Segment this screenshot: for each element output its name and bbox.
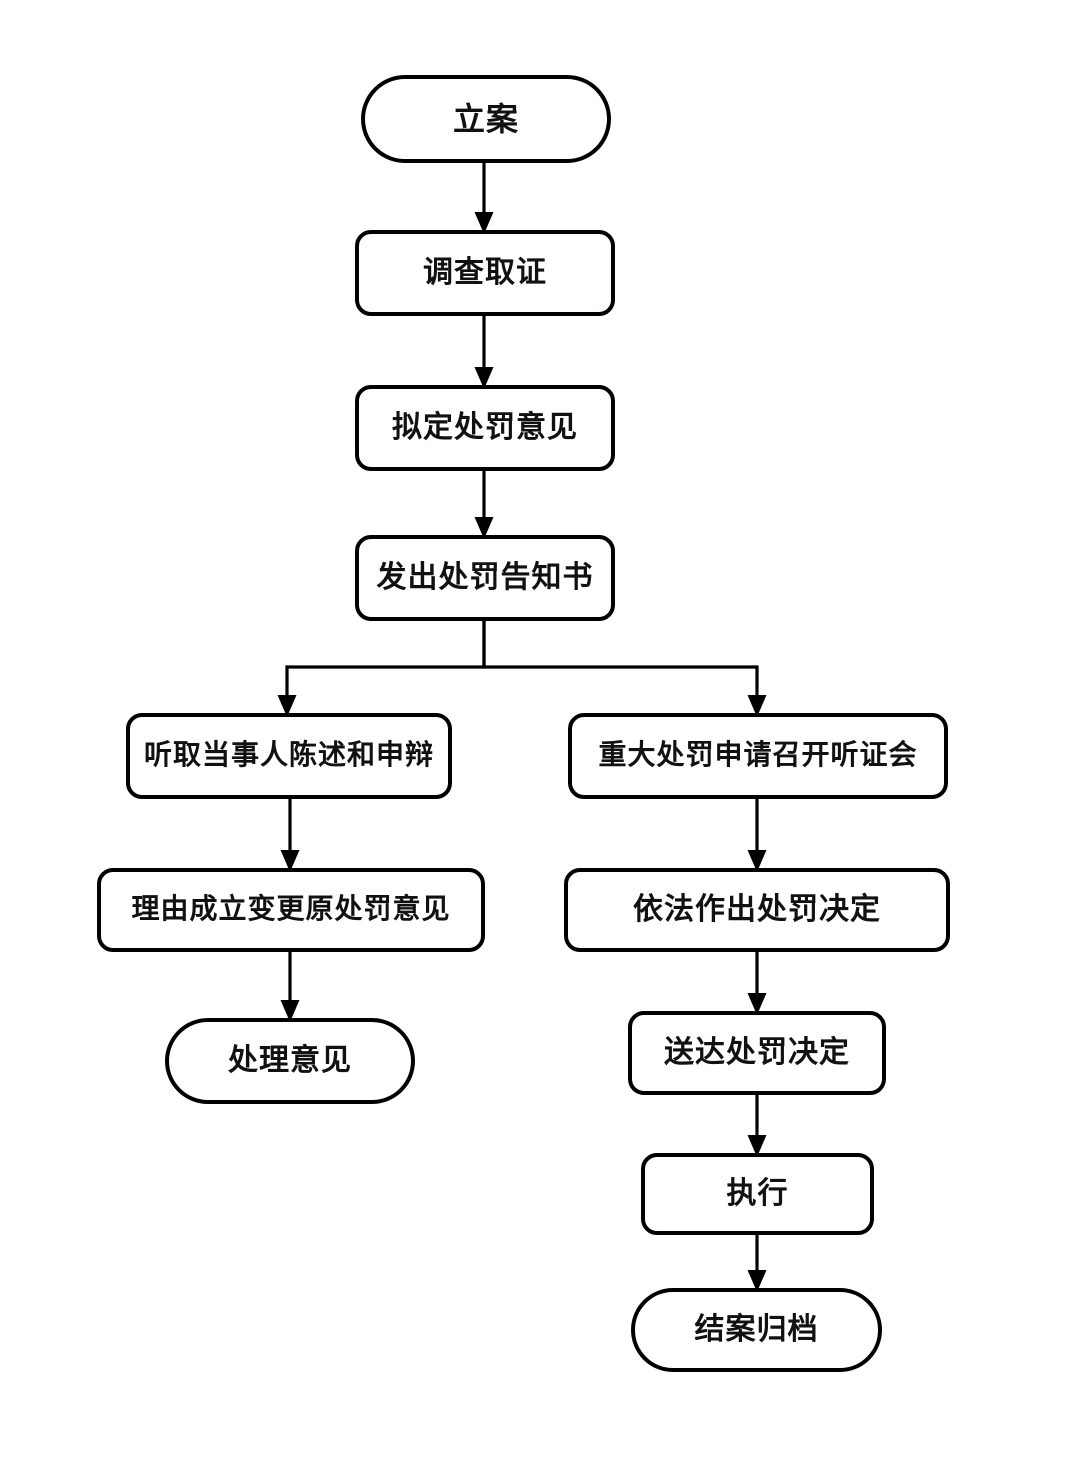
- node-chu-li-yi-jian[interactable]: [165, 1018, 415, 1104]
- arrow-head-e5: [747, 695, 767, 717]
- edge-line-e4: [285, 619, 486, 695]
- arrow-head-e7: [747, 850, 767, 872]
- node-fa-chu-chu-fa-gao-zhi-shu[interactable]: [355, 535, 615, 621]
- arrow-head-e3: [474, 517, 494, 539]
- edge-line-e5: [482, 619, 759, 695]
- arrow-head-e9: [747, 993, 767, 1015]
- node-ni-ding-chu-fa-yi-jian[interactable]: [355, 385, 615, 471]
- node-li-an[interactable]: [361, 75, 611, 163]
- node-zhong-da-chu-fa-ting-zheng-hui[interactable]: [568, 713, 948, 799]
- arrow-head-e11: [747, 1270, 767, 1292]
- node-song-da-chu-fa-jue-ding[interactable]: [628, 1011, 886, 1095]
- node-diao-cha-qu-zheng[interactable]: [355, 230, 615, 316]
- node-zhi-xing[interactable]: [641, 1153, 874, 1235]
- arrow-head-e1: [474, 212, 494, 234]
- node-li-you-cheng-li-bian-geng[interactable]: [97, 868, 485, 952]
- arrow-head-e10: [747, 1135, 767, 1157]
- arrow-head-e6: [280, 850, 300, 872]
- arrow-head-e2: [474, 367, 494, 389]
- node-jie-an-gui-dang[interactable]: [631, 1288, 882, 1372]
- nodes-layer: [97, 75, 950, 1372]
- node-yi-fa-zuo-chu-chu-fa-jue-ding[interactable]: [564, 868, 950, 952]
- edges-layer: [277, 161, 767, 1292]
- arrow-head-e8: [280, 1000, 300, 1022]
- arrow-head-e4: [277, 695, 297, 717]
- node-ting-qu-chen-shu-shen-bian[interactable]: [126, 713, 452, 799]
